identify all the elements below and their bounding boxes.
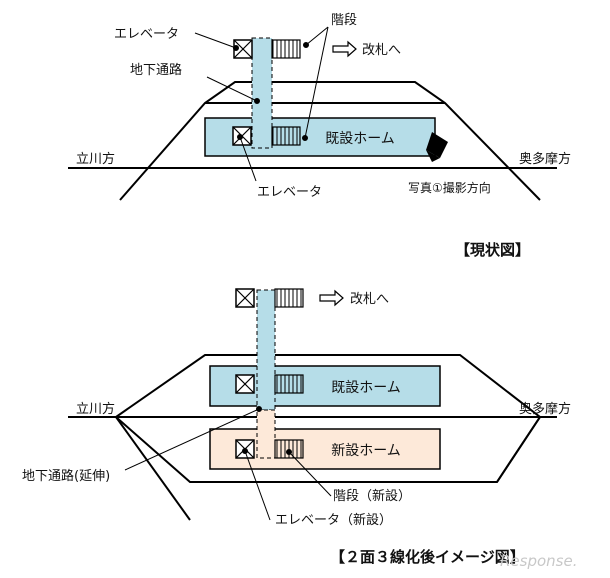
- underpass-extension-label: 地下通路(延伸): [22, 468, 110, 484]
- east-label: 奥多摩方: [519, 151, 571, 167]
- elevator-lower-label: エレベータ: [257, 185, 322, 200]
- camera-icon: [426, 132, 448, 162]
- future-diagram: 既設ホーム 新設ホーム 改札へ: [22, 288, 571, 566]
- stairs-icon: [271, 39, 301, 59]
- stairs-label: 階段: [331, 13, 357, 28]
- new-platform-label: 新設ホーム: [331, 443, 401, 459]
- underpass: [251, 37, 273, 149]
- stairs-icon: [274, 288, 304, 308]
- current-diagram: 既設ホーム 改札へ: [68, 13, 571, 259]
- embankment-outline: [119, 81, 541, 201]
- underpass: [256, 289, 276, 411]
- existing-platform-label: 既設ホーム: [331, 380, 401, 396]
- to-gate-label: 改札へ: [350, 292, 389, 307]
- stairs-new-label: 階段（新設）: [333, 488, 411, 504]
- elevator-icon: [235, 374, 255, 394]
- stairs-icon: [274, 374, 304, 394]
- leader-lines: [194, 26, 329, 182]
- west-label: 立川方: [76, 151, 115, 167]
- current-caption: 【現状図】: [455, 241, 530, 259]
- west-label: 立川方: [76, 401, 115, 417]
- leader-lines: [124, 406, 332, 521]
- east-label: 奥多摩方: [519, 401, 571, 417]
- underpass-extension: [256, 409, 276, 459]
- to-gate-label: 改札へ: [362, 43, 401, 58]
- slope-right: [496, 416, 541, 483]
- future-caption: 【２面３線化後イメージ図】: [330, 548, 525, 566]
- underpass-label: 地下通路: [130, 62, 182, 78]
- watermark: Response.: [500, 552, 577, 570]
- arrow-right-icon: [332, 40, 357, 58]
- elevator-new-label: エレベータ（新設）: [275, 512, 392, 528]
- photo-direction-label: 写真①撮影方向: [408, 180, 491, 195]
- existing-platform-label: 既設ホーム: [325, 131, 395, 147]
- arrow-right-icon: [319, 289, 344, 307]
- elevator-label: エレベータ: [114, 27, 179, 42]
- slope-left: [115, 416, 191, 521]
- stairs-icon: [271, 126, 301, 146]
- elevator-icon: [233, 39, 253, 59]
- elevator-icon: [235, 288, 255, 308]
